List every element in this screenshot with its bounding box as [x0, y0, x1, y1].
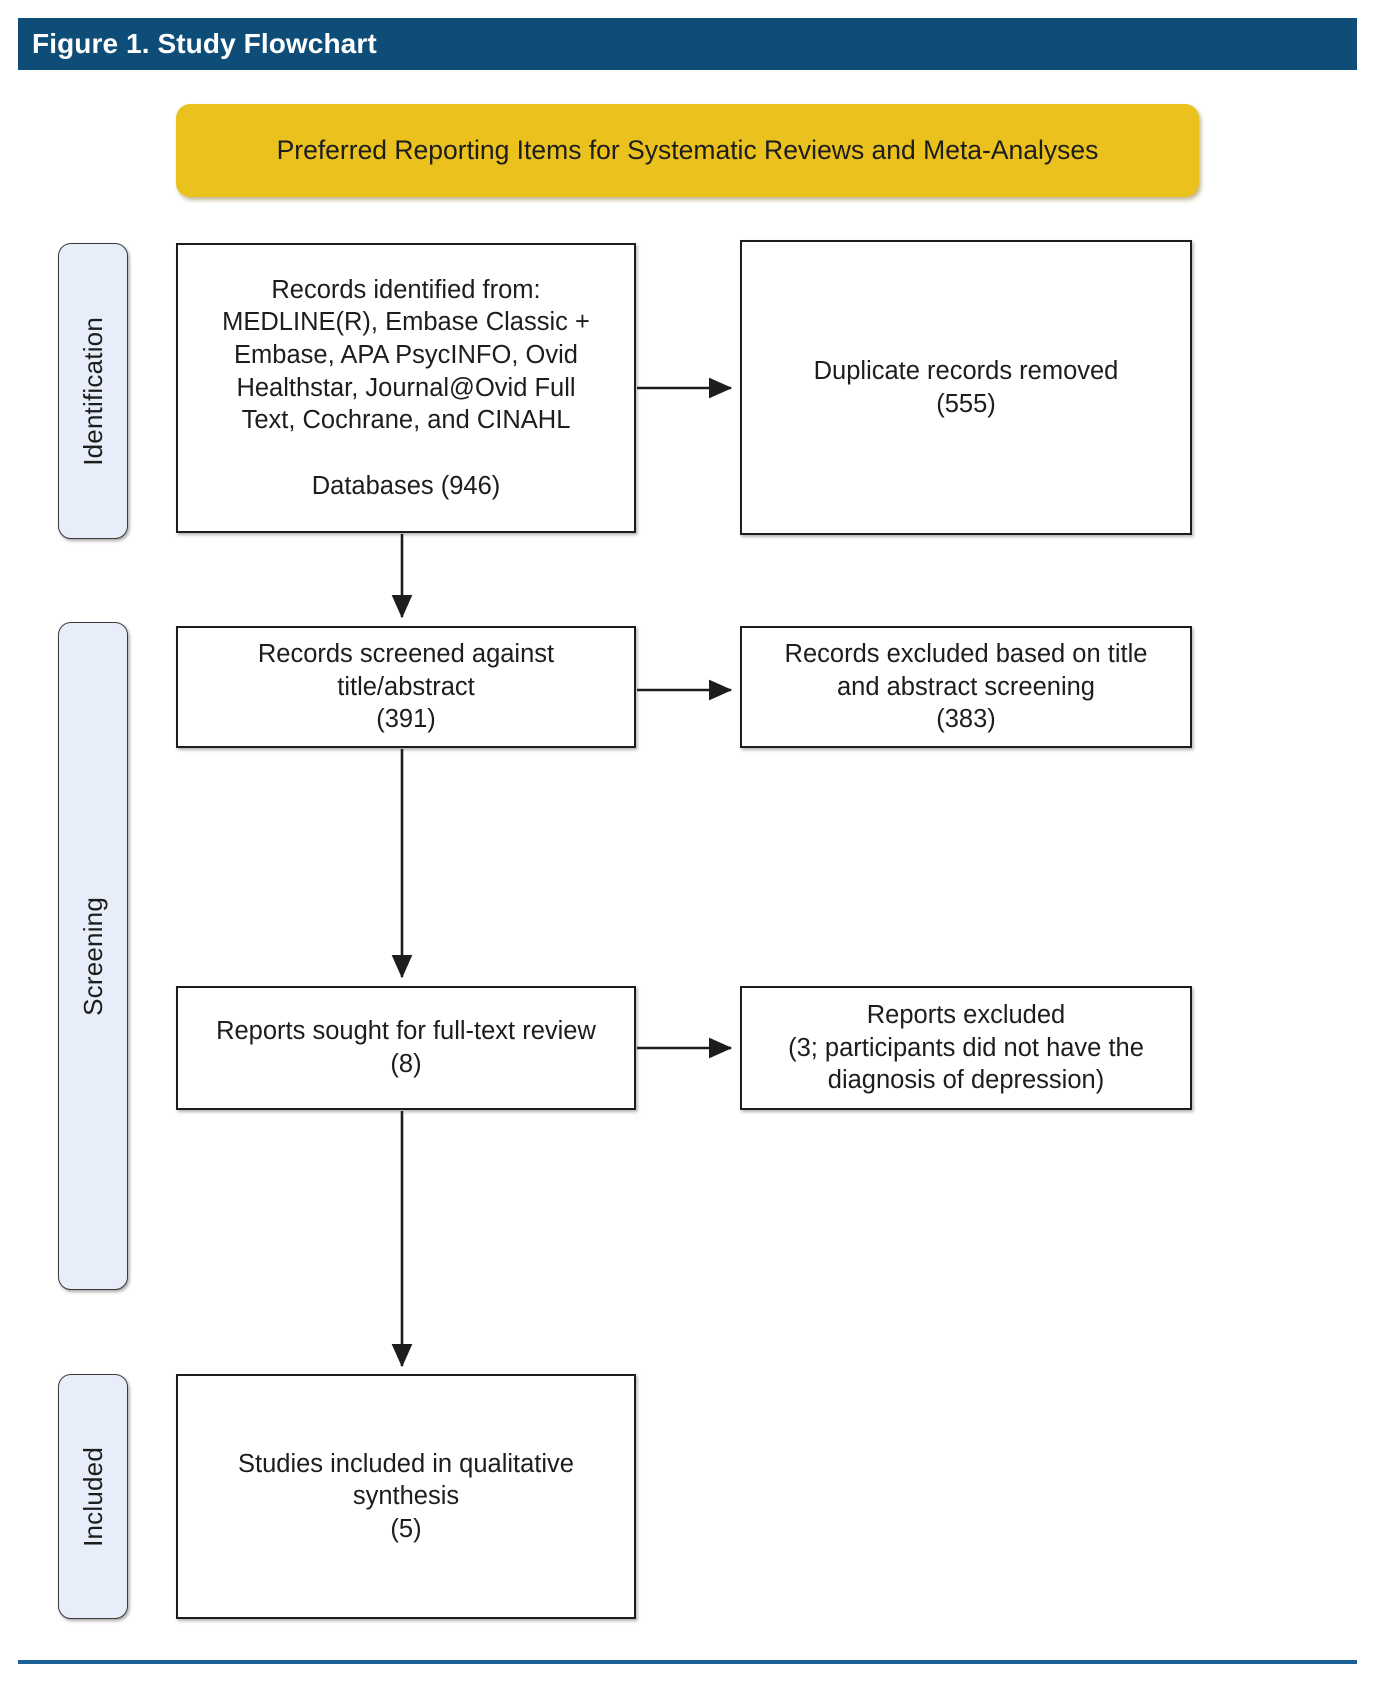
flow-box-records-identified-text: Records identified from: MEDLINE(R), Emb… — [222, 275, 590, 500]
flow-box-records-identified: Records identified from: MEDLINE(R), Emb… — [176, 243, 636, 533]
stage-label-identification-text: Identification — [77, 316, 108, 466]
flow-box-records-excluded-title-abstract: Records excluded based on title and abst… — [740, 626, 1192, 748]
flow-box-reports-sought-full-text-text: Reports sought for full-text review (8) — [216, 1017, 596, 1078]
flow-box-reports-excluded-text: Reports excluded (3; participants did no… — [788, 1001, 1144, 1095]
flow-box-reports-sought-full-text: Reports sought for full-text review (8) — [176, 986, 636, 1110]
flow-box-records-screened: Records screened against title/abstract … — [176, 626, 636, 748]
stage-label-identification: Identification — [58, 243, 128, 539]
stage-label-included: Included — [58, 1374, 128, 1619]
flow-box-records-excluded-title-abstract-text: Records excluded based on title and abst… — [784, 640, 1148, 734]
prisma-banner: Preferred Reporting Items for Systematic… — [176, 104, 1199, 197]
flow-box-studies-included: Studies included in qualitative synthesi… — [176, 1374, 636, 1619]
stage-label-screening-text: Screening — [77, 896, 108, 1016]
flow-box-studies-included-text: Studies included in qualitative synthesi… — [238, 1449, 574, 1543]
flow-box-duplicate-records-removed-text: Duplicate records removed (555) — [813, 356, 1119, 418]
prisma-banner-label: Preferred Reporting Items for Systematic… — [276, 135, 1099, 165]
flow-box-duplicate-records-removed: Duplicate records removed (555) — [740, 240, 1192, 535]
flow-box-reports-excluded: Reports excluded (3; participants did no… — [740, 986, 1192, 1110]
figure-header-bar: Figure 1. Study Flowchart — [18, 18, 1357, 70]
page-title: Figure 1. Study Flowchart — [32, 28, 377, 59]
flow-box-records-screened-text: Records screened against title/abstract … — [257, 640, 555, 734]
stage-label-screening: Screening — [58, 622, 128, 1290]
stage-label-included-text: Included — [77, 1446, 108, 1547]
footer-rule — [18, 1660, 1357, 1664]
